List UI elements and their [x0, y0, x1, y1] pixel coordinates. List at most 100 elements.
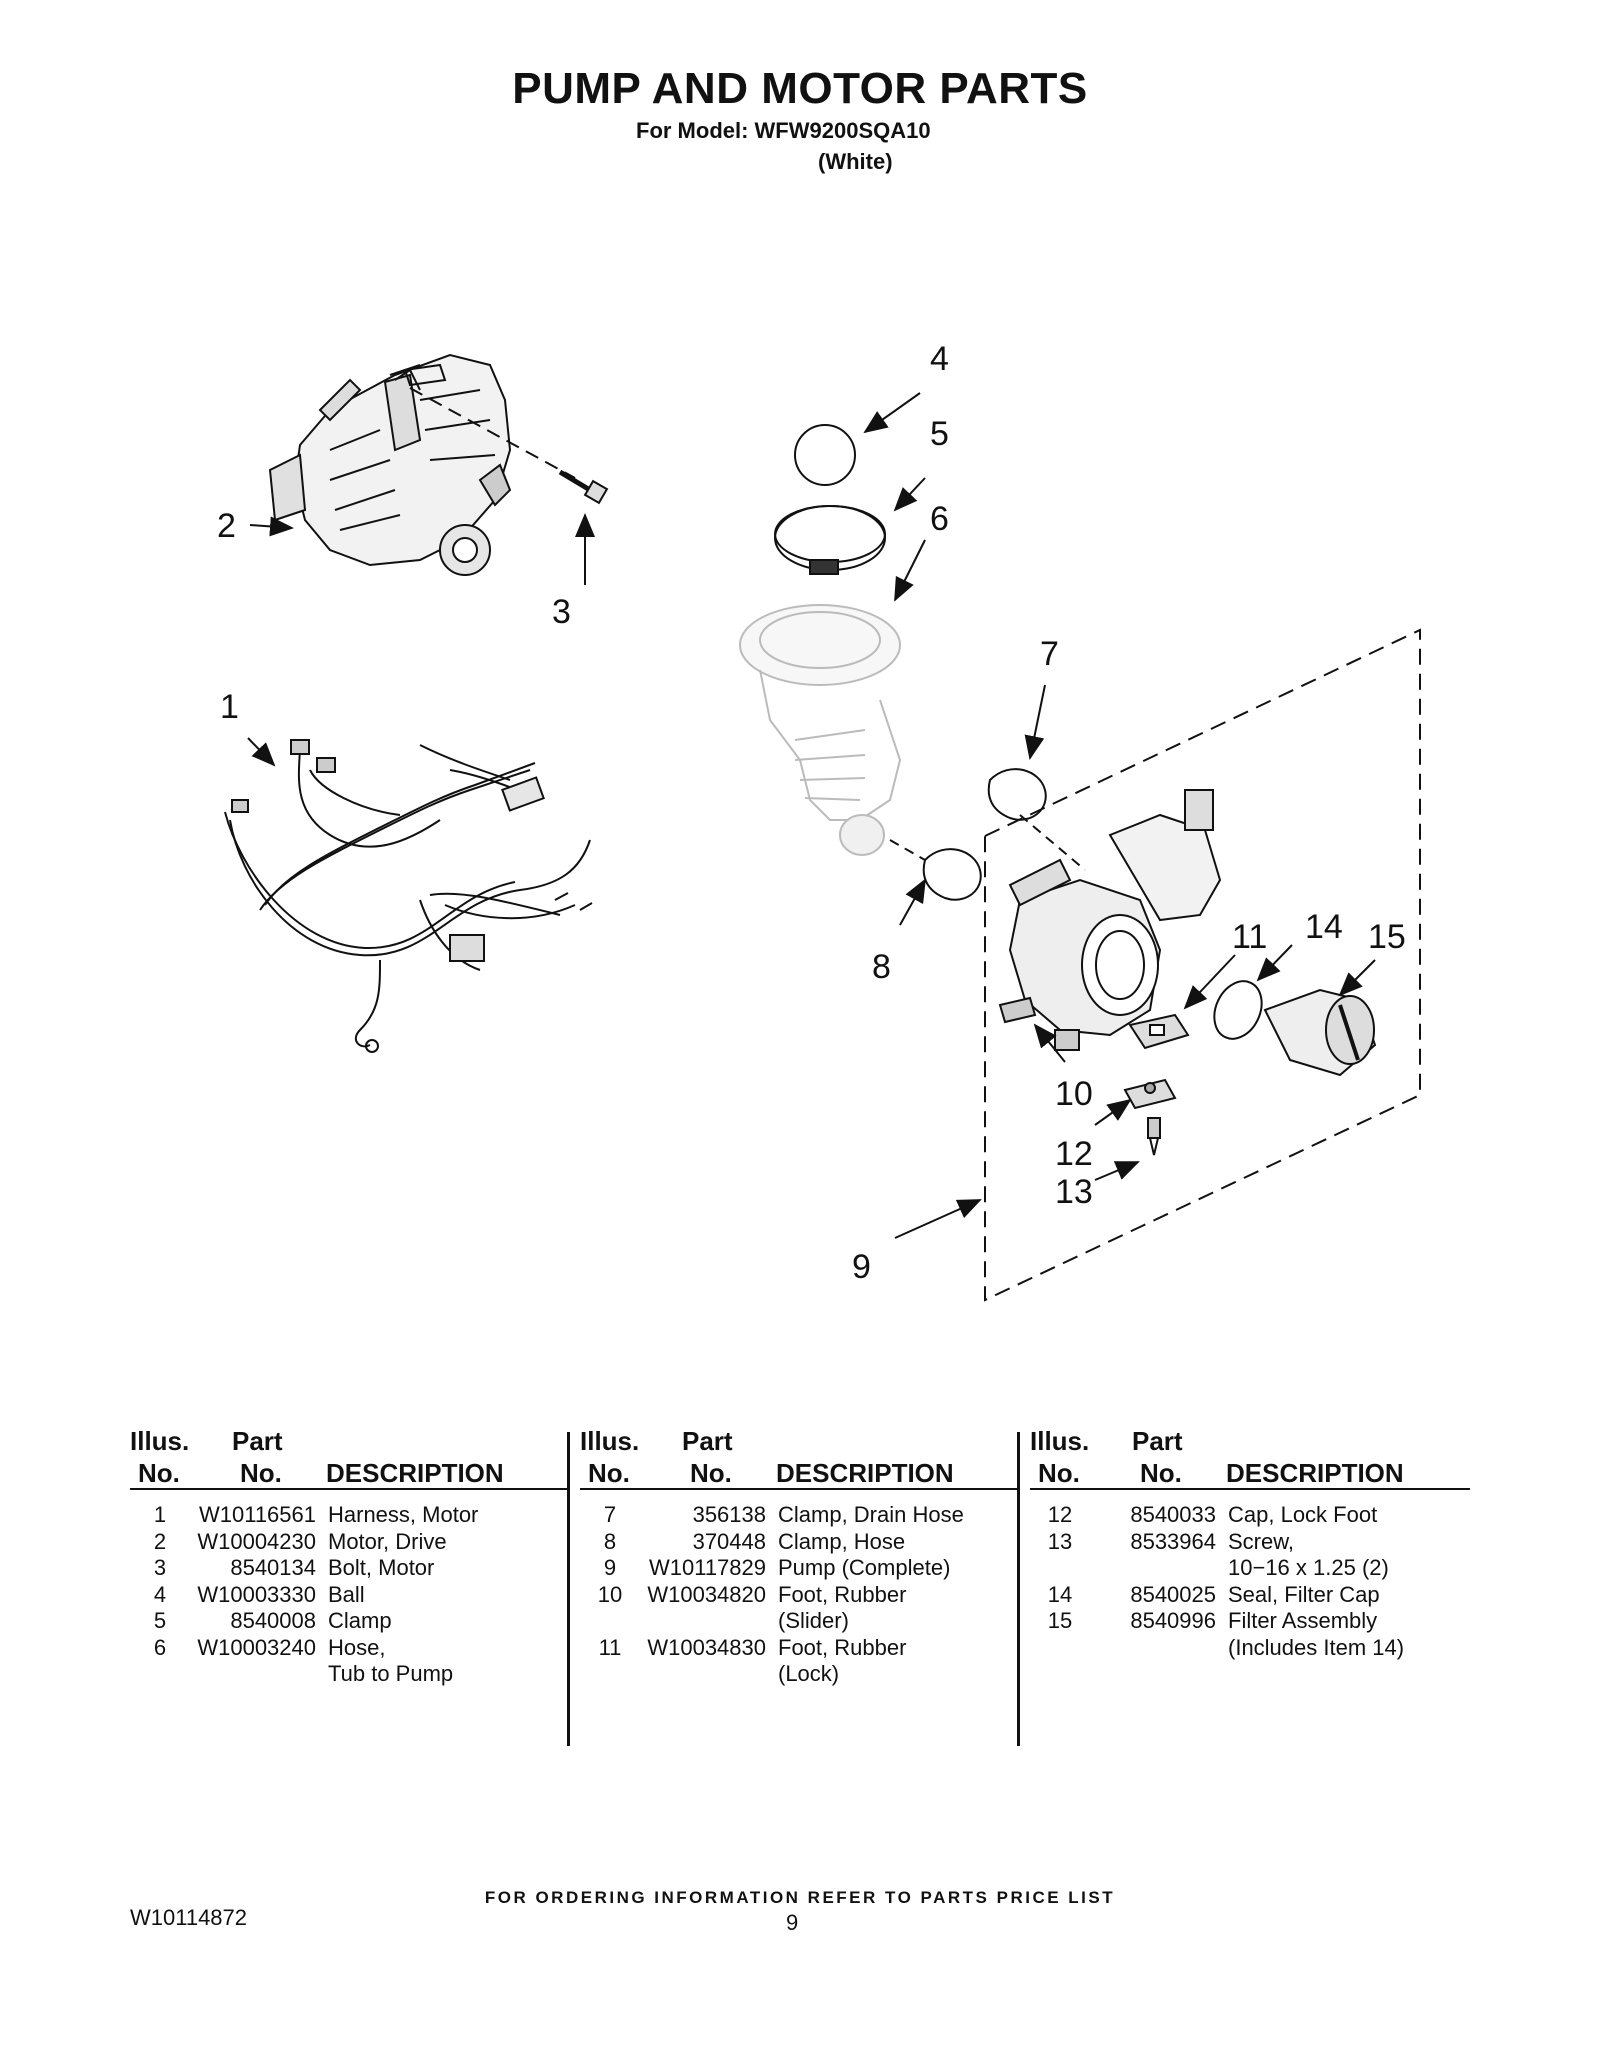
callout-14: 14 [1305, 908, 1343, 946]
table-header: Illus. No. Part No. DESCRIPTION [580, 1426, 1020, 1490]
part-no-cell: W10116561 [198, 1502, 316, 1527]
description-cell: Seal, Filter Cap [1228, 1581, 1380, 1607]
description-cell: Motor, Drive [328, 1528, 447, 1554]
motor-bolt-illustration [558, 469, 609, 505]
part-header-bottom: No. [690, 1458, 732, 1488]
part-no-cell: 8540134 [230, 1555, 316, 1580]
lock-foot-cap-illustration [1123, 1078, 1177, 1110]
table-row: 12 8540033 Cap, Lock Foot [1030, 1502, 1470, 1529]
illus-no-cell: 5 [153, 1608, 167, 1633]
rubber-foot-slider-illustration [998, 996, 1037, 1024]
model-line: For Model: WFW9200SQA10 [636, 118, 931, 143]
description-cell: Cap, Lock Foot [1228, 1502, 1378, 1527]
part-no-cell: W10003330 [197, 1581, 316, 1607]
part-no-cell: 8540033 [1130, 1502, 1216, 1527]
callout-1: 1 [220, 688, 239, 726]
column-divider [567, 1432, 570, 1746]
callout-7: 7 [1040, 635, 1059, 673]
part-no-cell [184, 1661, 328, 1688]
illus-header-bottom: No. [588, 1458, 630, 1488]
callout-13: 13 [1055, 1173, 1093, 1211]
description-cell: Screw, [1228, 1528, 1295, 1554]
description-cell: Tub to Pump [328, 1661, 454, 1686]
part-header-top: Part [682, 1426, 733, 1456]
description-cell: Foot, Rubber [778, 1634, 907, 1660]
illus-no-cell [1030, 1555, 1084, 1582]
illus-header-top: Illus. [580, 1426, 640, 1456]
document-number: W10114872 [130, 1905, 248, 1930]
column-divider [1017, 1432, 1020, 1746]
part-no-cell: 370448 [692, 1528, 766, 1554]
part-no-cell: 8540996 [1130, 1608, 1216, 1633]
illus-no-cell: 10 [597, 1581, 623, 1607]
part-no-cell: W10034830 [647, 1634, 766, 1660]
callout-4: 4 [930, 340, 949, 378]
illus-no-cell [580, 1608, 634, 1635]
ordering-note: FOR ORDERING INFORMATION REFER TO PARTS … [484, 1888, 1116, 1907]
callout-3: 3 [552, 593, 571, 631]
table-row: 10−16 x 1.25 (2) [1030, 1555, 1470, 1582]
ball-illustration [794, 424, 856, 486]
part-no-cell: W10004230 [197, 1528, 316, 1554]
exploded-parts-diagram: 1 2 3 4 5 6 7 8 9 10 11 12 13 14 15 [217, 340, 1421, 1302]
callout-12: 12 [1055, 1135, 1093, 1173]
screw-illustration [1147, 1117, 1161, 1156]
part-header-bottom: No. [1140, 1458, 1182, 1488]
table-header: Illus. No. Part No. DESCRIPTION [130, 1426, 570, 1490]
table-row: (Lock) [580, 1661, 1020, 1688]
callout-11: 11 [1232, 918, 1267, 956]
page-title: PUMP AND MOTOR PARTS [512, 64, 1088, 113]
description-cell: Bolt, Motor [328, 1555, 435, 1580]
description-cell: Clamp [328, 1608, 392, 1633]
drive-motor-illustration [268, 353, 512, 576]
description-cell: Ball [328, 1581, 365, 1607]
illus-header-top: Illus. [1030, 1426, 1090, 1456]
illus-no-cell: 13 [1047, 1528, 1073, 1554]
table-row: (Includes Item 14) [1030, 1635, 1470, 1662]
part-no-cell: W10003240 [197, 1634, 316, 1660]
description-cell: Pump (Complete) [778, 1555, 951, 1580]
part-no-cell [634, 1661, 778, 1688]
filter-assembly-illustration [1263, 988, 1377, 1077]
part-header-top: Part [232, 1426, 283, 1456]
description-header: DESCRIPTION [776, 1458, 954, 1488]
part-no-cell [1084, 1635, 1228, 1662]
part-no-cell: 8540025 [1130, 1581, 1216, 1607]
callout-labels: 1 2 3 4 5 6 7 8 9 10 11 12 13 14 15 [217, 340, 1406, 1286]
table-row: Tub to Pump [130, 1661, 570, 1688]
callout-15: 15 [1368, 918, 1406, 956]
description-header: DESCRIPTION [326, 1458, 504, 1488]
description-cell: Clamp, Drain Hose [778, 1502, 964, 1527]
rubber-foot-lock-illustration [1128, 1013, 1190, 1050]
table-row: (Slider) [580, 1608, 1020, 1635]
illus-no-cell [130, 1661, 184, 1688]
description-cell: (Lock) [778, 1661, 840, 1686]
callout-5: 5 [930, 415, 949, 453]
part-no-cell [634, 1608, 778, 1635]
illus-no-cell: 12 [1047, 1502, 1073, 1527]
description-cell: Clamp, Hose [778, 1528, 906, 1554]
description-cell: (Slider) [778, 1608, 849, 1633]
tub-to-pump-hose-illustration [739, 604, 902, 856]
part-no-cell: W10034820 [647, 1581, 766, 1607]
part-header-top: Part [1132, 1426, 1183, 1456]
description-cell: Harness, Motor [328, 1502, 479, 1527]
illus-header-bottom: No. [138, 1458, 180, 1488]
part-header-bottom: No. [240, 1458, 282, 1488]
description-cell: Filter Assembly [1228, 1608, 1378, 1633]
